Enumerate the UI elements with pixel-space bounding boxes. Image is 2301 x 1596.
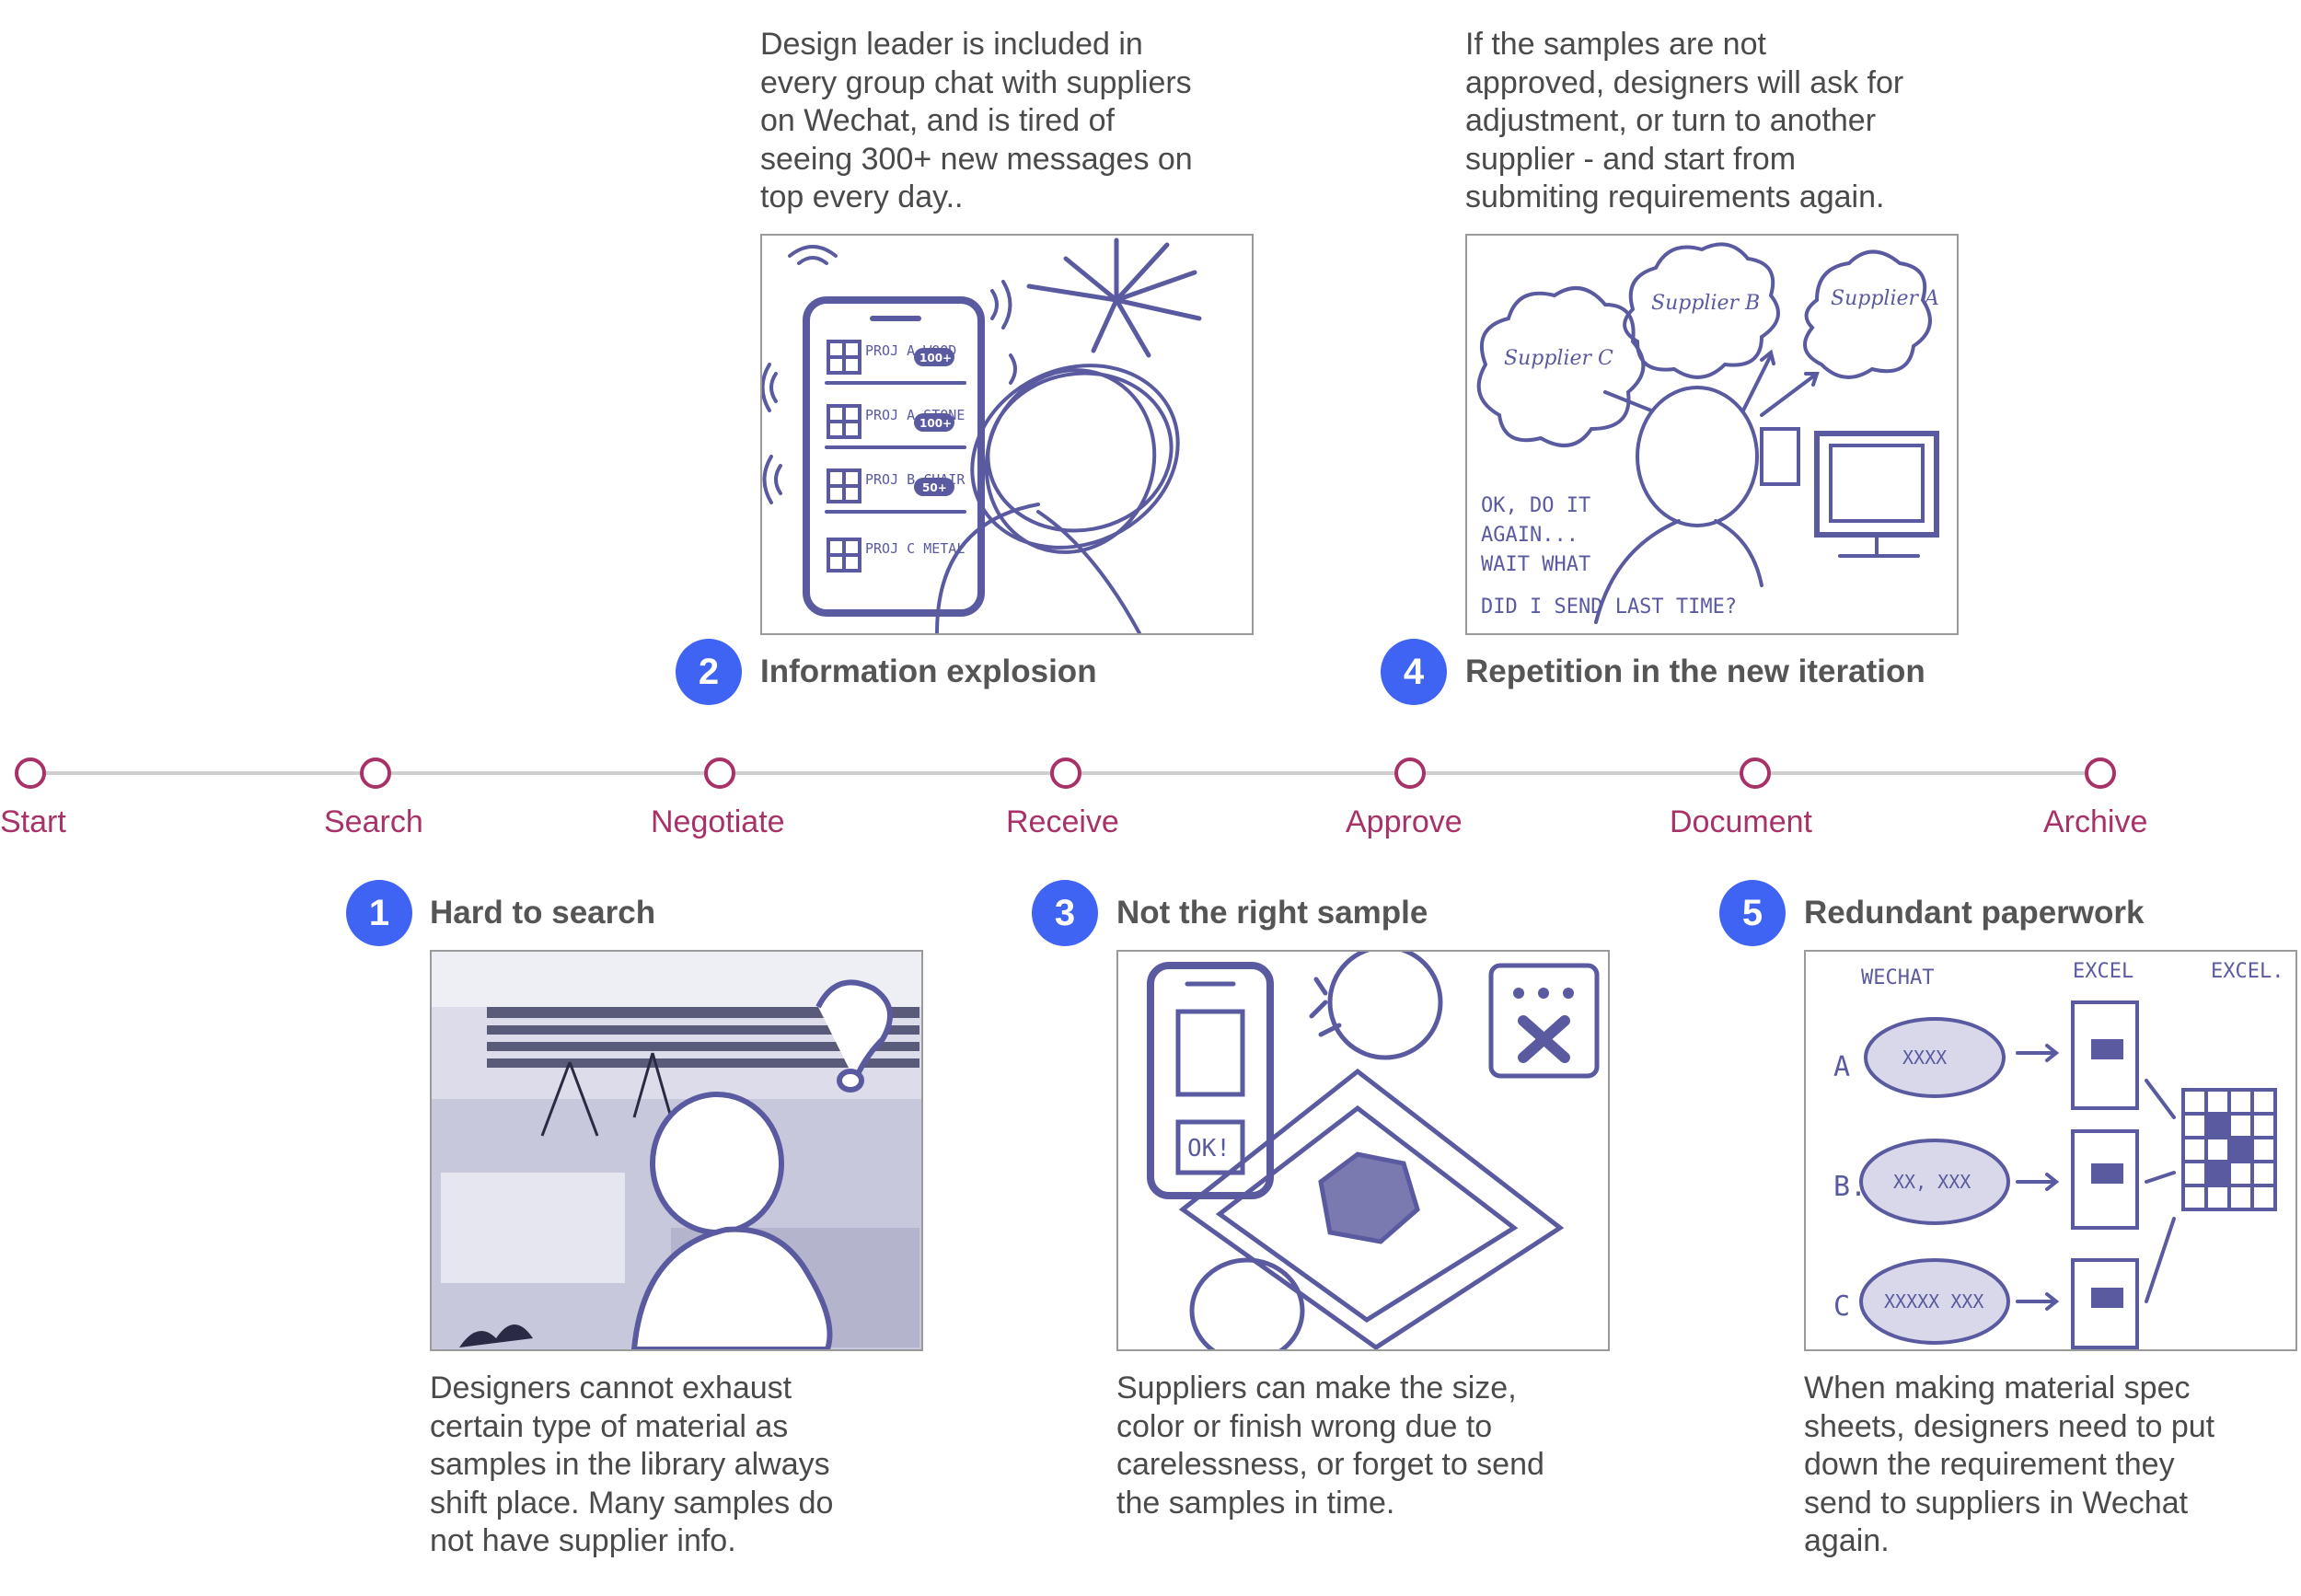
- stage-label-receive: Receive: [1006, 804, 1119, 839]
- pain-point-2-title: Information explosion: [760, 653, 1097, 689]
- stage-label-search: Search: [324, 804, 423, 839]
- timeline-node-archive: [2085, 758, 2116, 789]
- badge-1: 1: [346, 880, 412, 946]
- pain-point-4-illustration: Supplier C Supplier B Supplier A OK, DO …: [1465, 234, 1959, 635]
- pain-point-1-title: Hard to search: [430, 895, 656, 931]
- ok-button-sketch: OK!: [1187, 1135, 1231, 1162]
- pain-point-5-illustration: WECHAT EXCEL EXCEL.: [1804, 950, 2297, 1351]
- supplier-loop-sketch: Supplier C Supplier B Supplier A OK, DO …: [1476, 242, 1939, 624]
- pain-point-3-description: Suppliers can make the size, color or fi…: [1116, 1370, 1544, 1521]
- pain-point-1-illustration: [430, 950, 923, 1351]
- phone-item-label-1: PROJ A WOOD: [865, 342, 956, 359]
- paperwork-sketch: WECHAT EXCEL EXCEL.: [1833, 960, 2284, 1349]
- phone-item-label-4: PROJ C METAL: [865, 540, 965, 557]
- pain-point-2-illustration: PROJ A WOOD PROJ A STONE PROJ B CHAIR PR…: [760, 234, 1254, 635]
- paperwork-bubble-b: XX, XXX: [1893, 1171, 1971, 1193]
- thought-line-3: WAIT WHAT: [1481, 553, 1590, 576]
- stage-label-document: Document: [1670, 804, 1812, 839]
- wrong-sample-sketch: OK!: [1147, 952, 1600, 1349]
- phone-item-count-2: 100+: [919, 417, 952, 430]
- pain-point-5-description: When making material spec sheets, design…: [1804, 1370, 2215, 1558]
- pain-point-1-description: Designers cannot exhaust certain type of…: [430, 1370, 834, 1558]
- badge-5: 5: [1719, 880, 1786, 946]
- stage-label-archive: Archive: [2043, 804, 2148, 839]
- pain-point-3-illustration: OK!: [1116, 950, 1610, 1351]
- phone-item-label-2: PROJ A STONE: [865, 407, 965, 423]
- pain-point-5-title: Redundant paperwork: [1804, 895, 2145, 931]
- badge-2: 2: [676, 639, 742, 705]
- timeline-node-document: [1740, 758, 1771, 789]
- cloud-label-b: Supplier B: [1651, 292, 1760, 315]
- phone-item-count-1: 100+: [919, 352, 952, 364]
- badge-3: 3: [1032, 880, 1098, 946]
- pain-point-3-title: Not the right sample: [1116, 895, 1428, 931]
- stage-label-approve: Approve: [1346, 804, 1463, 839]
- thought-line-1: OK, DO IT: [1481, 494, 1590, 517]
- paperwork-row-letter-a: A: [1833, 1051, 1850, 1083]
- paperwork-header-wechat: WECHAT: [1861, 966, 1934, 989]
- timeline-node-negotiate: [704, 758, 735, 789]
- paperwork-bubble-c: XXXXX XXX: [1884, 1290, 1983, 1313]
- phone-sketch: PROJ A WOOD PROJ A STONE PROJ B CHAIR PR…: [762, 237, 1202, 633]
- paperwork-bubble-a: XXXX: [1902, 1047, 1947, 1069]
- paperwork-header-excel-2: EXCEL.: [2211, 960, 2284, 983]
- cloud-label-a: Supplier A: [1831, 287, 1939, 310]
- phone-item-count-3: 50+: [922, 481, 947, 494]
- pain-point-4-title: Repetition in the new iteration: [1465, 653, 1925, 689]
- thought-line-2: AGAIN...: [1481, 524, 1578, 547]
- pain-point-4-description: If the samples are not approved, designe…: [1465, 27, 1904, 214]
- paperwork-header-excel-1: EXCEL: [2073, 960, 2133, 983]
- stage-label-start: Start: [0, 804, 66, 839]
- phone-item-label-3: PROJ B CHAIR: [865, 471, 965, 488]
- timeline-node-search: [360, 758, 391, 789]
- stage-label-negotiate: Negotiate: [651, 804, 785, 839]
- library-photo: [432, 952, 921, 1349]
- timeline-node-receive: [1050, 758, 1081, 789]
- paperwork-row-letter-c: C: [1833, 1290, 1850, 1323]
- pain-point-2-description: Design leader is included in every group…: [760, 27, 1193, 214]
- paperwork-row-letter-b: B.: [1833, 1171, 1867, 1203]
- thought-line-4: DID I SEND LAST TIME?: [1481, 596, 1737, 619]
- badge-4: 4: [1381, 639, 1447, 705]
- timeline-node-start: [15, 758, 46, 789]
- cloud-label-c: Supplier C: [1504, 347, 1613, 370]
- timeline-node-approve: [1394, 758, 1426, 789]
